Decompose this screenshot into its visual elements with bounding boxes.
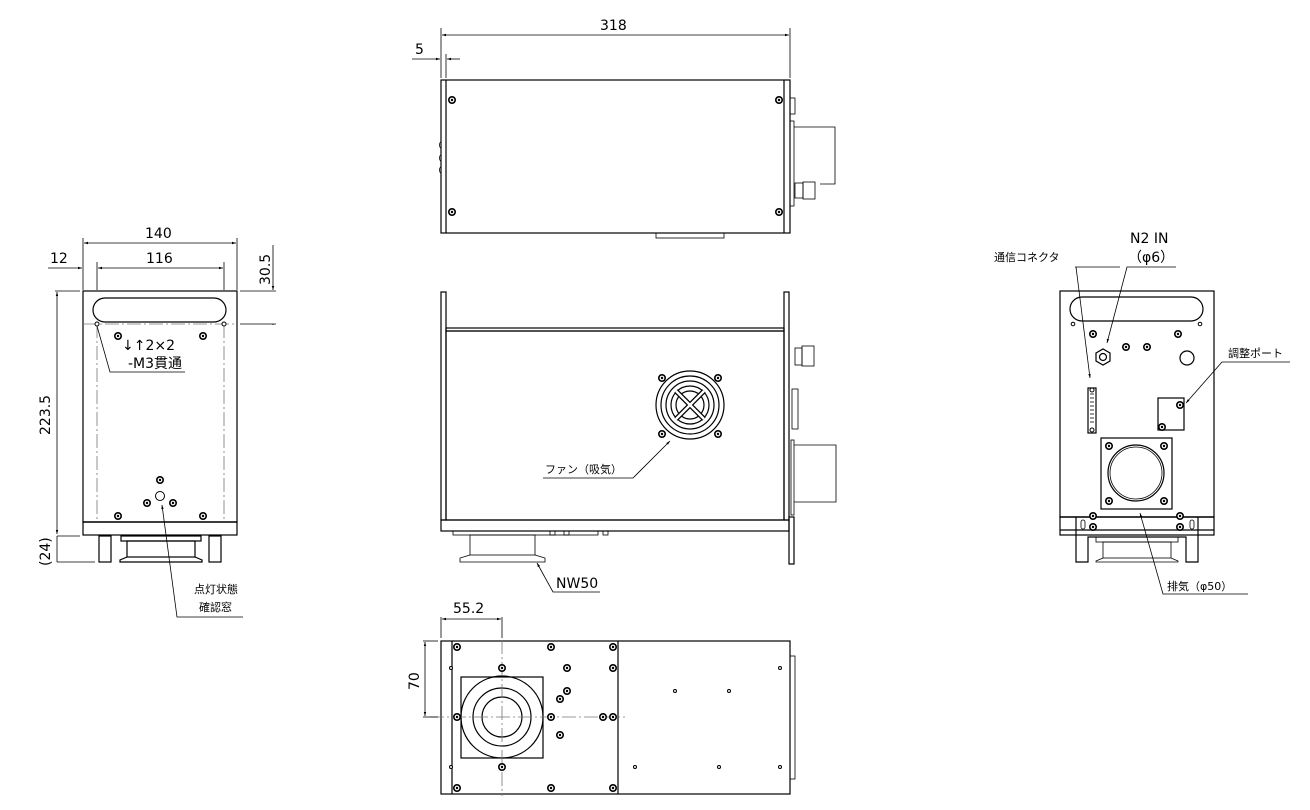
label-nw50: NW50 [556,576,598,592]
comm-connector-icon [1087,387,1097,434]
label-exhaust: 排気（φ50） [1167,579,1232,593]
fan-grille-icon [655,370,725,440]
status-window-icon [155,491,165,501]
label-n2-in: N2 IN [1130,231,1168,247]
dim-hole-pitch: 116 [146,251,173,267]
adjust-port-icon [1157,397,1185,431]
dim-body-height: 223.5 [38,395,54,435]
label-mount-holes-spec: -M3貫通 [128,356,182,372]
n2-inlet-icon [1095,348,1111,366]
label-status-window-2: 確認窓 [199,600,232,614]
rear-view: 通信コネクタ N2 IN （φ6） 調整ポート 排気（φ50） [994,231,1290,595]
label-fan-intake: ファン（吸気） [545,462,622,476]
label-status-window: 点灯状態 [194,582,238,596]
dim-side-margin: 12 [50,251,68,267]
front-view: 140 116 12 30.5 223.5 (24) ↓↑2×2 -M3貫通 点… [38,226,276,618]
side-view: ファン（吸気） NW50 [440,291,837,593]
dim-exhaust-y: 70 [407,672,423,690]
label-adjust-port: 調整ポート [1228,346,1283,360]
bottom-view: 55.2 70 [407,601,796,796]
dim-width: 140 [145,226,172,242]
label-n2-diameter: （φ6） [1128,250,1174,266]
label-comm-connector: 通信コネクタ [994,251,1060,264]
exhaust-port-icon [1100,437,1173,510]
dim-overall-length: 318 [600,18,627,34]
label-mount-holes: ↓↑2×2 [122,338,175,354]
dim-slot-height: 30.5 [258,254,274,285]
dim-flange-offset: 5 [415,42,424,58]
top-view: 318 5 [412,18,836,239]
dim-exhaust-x: 55.2 [453,601,484,617]
dim-foot-height: (24) [38,537,54,566]
